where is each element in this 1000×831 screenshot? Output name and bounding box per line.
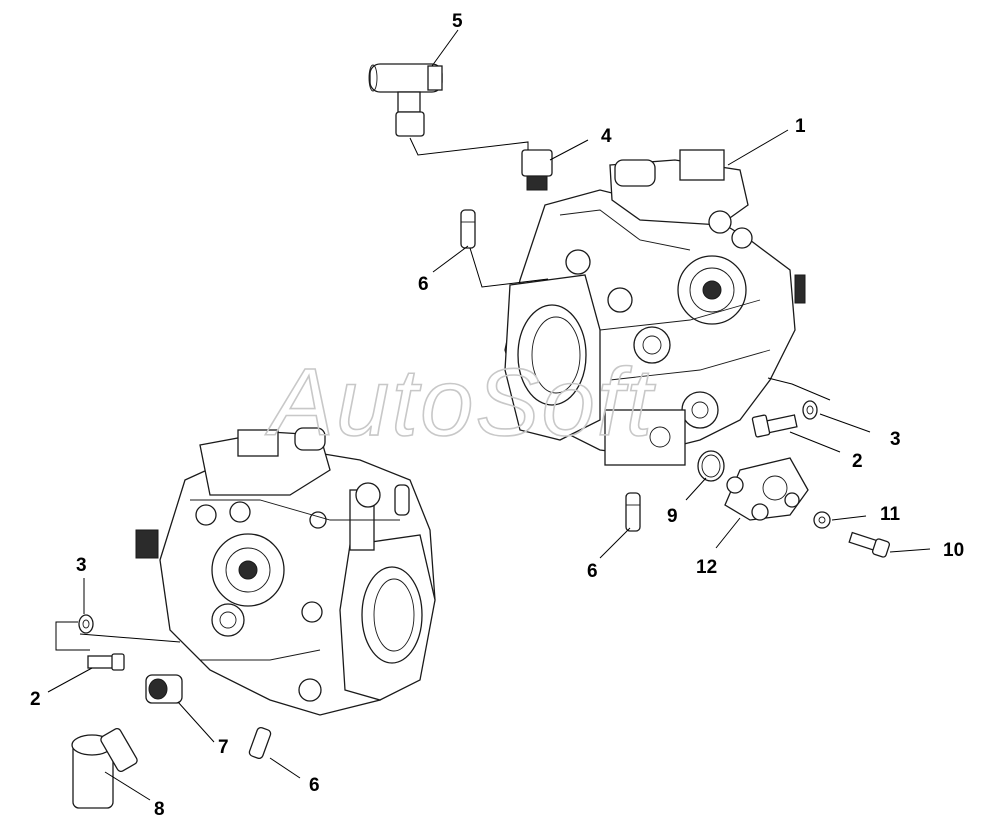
part-7-fitting <box>145 674 183 704</box>
callout-3-left: 3 <box>76 555 87 576</box>
part-3-washer-left <box>78 614 94 634</box>
part-8-elbow-fitting <box>71 727 138 809</box>
leader-lines <box>47 29 931 801</box>
part-6-plug-bottom <box>248 726 272 760</box>
callout-6-top: 6 <box>418 274 429 295</box>
watermark: AutoSoft <box>265 349 656 456</box>
part-2-bolt-left <box>87 653 125 671</box>
part-6-plug-top <box>460 209 476 249</box>
callout-6-middle: 6 <box>587 561 598 582</box>
callout-numbers: 1 5 4 6 3 2 9 11 10 6 12 3 2 7 6 8 <box>30 11 964 820</box>
part-2-bolt-right <box>751 414 798 438</box>
callout-3-right: 3 <box>890 429 901 450</box>
callout-8: 8 <box>154 799 165 820</box>
part-5-tee-fitting <box>368 63 443 137</box>
callout-1: 1 <box>795 116 806 137</box>
callout-12: 12 <box>696 557 717 578</box>
pump-assembly-lower <box>135 427 436 716</box>
callout-2-right: 2 <box>852 451 863 472</box>
callout-7: 7 <box>218 737 229 758</box>
part-10-cap-screw <box>848 531 890 558</box>
callout-6-bottom: 6 <box>309 775 320 796</box>
callout-4: 4 <box>601 126 612 147</box>
part-11-washer <box>813 511 831 529</box>
callout-10: 10 <box>943 540 964 561</box>
part-4-fitting <box>521 149 553 191</box>
part-3-washer-right <box>802 400 818 420</box>
callout-2-left: 2 <box>30 689 41 710</box>
part-9-o-ring <box>697 450 725 482</box>
callout-5: 5 <box>452 11 463 32</box>
callout-9: 9 <box>667 506 678 527</box>
pump-assembly-upper <box>504 149 806 466</box>
part-12-split-flange <box>724 457 809 521</box>
part-6-plug-middle <box>625 492 641 532</box>
callout-11: 11 <box>880 504 901 525</box>
